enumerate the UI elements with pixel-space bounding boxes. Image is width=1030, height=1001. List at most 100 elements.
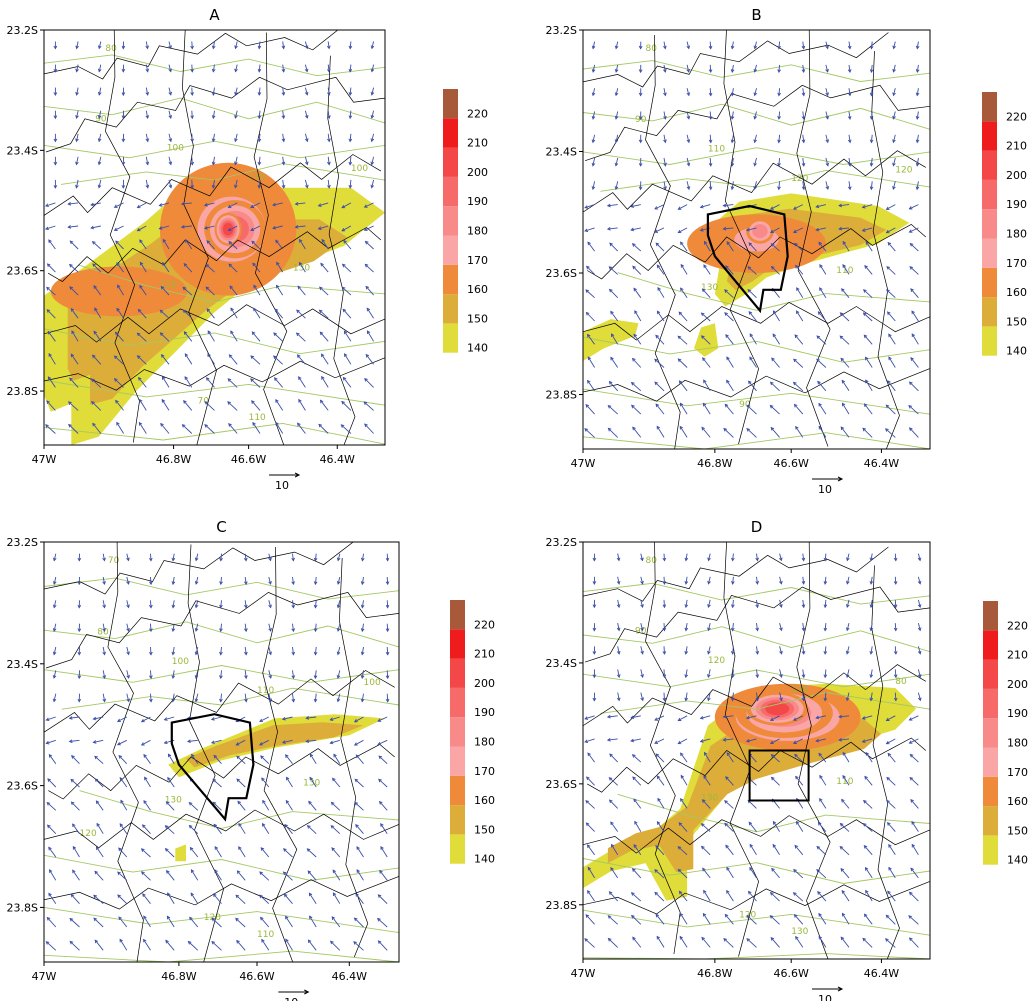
wind-arrowhead [353,917,358,922]
wind-arrow [769,405,780,415]
wind-arrowhead [779,674,783,679]
wind-arrow [189,825,199,835]
wind-arrowhead [730,627,735,632]
wind-arrowhead [753,115,758,120]
y-tick-label: 23.8S [7,901,38,914]
wind-arrowhead [591,115,596,120]
wind-arrowhead [298,398,302,403]
wind-arrowhead [908,404,913,409]
wind-arrowhead [348,184,353,189]
wind-arrow [607,204,618,207]
contour-line [44,906,399,934]
wind-arrowhead [113,355,118,360]
wind-arrowhead [586,776,590,781]
wind-arrowhead [190,161,195,166]
wind-arrow [145,110,149,119]
wind-vectors [45,553,390,951]
wind-arrowhead [823,697,828,702]
wind-arrowhead [587,890,591,894]
wind-arrow [340,424,352,434]
wind-arrowhead [168,68,172,73]
wind-arrowhead [385,581,390,586]
wind-arrowhead [655,913,660,918]
reference-vector-label: 10 [284,996,298,1001]
wind-arrow [120,800,128,811]
wind-arrow [114,355,124,365]
wind-arrow [802,111,805,120]
wind-arrow [640,669,644,678]
wind-arrowhead [190,892,195,897]
wind-arrowhead [869,139,874,144]
wind-arrowhead [864,866,869,871]
wind-arrow [344,330,352,342]
wind-arrowhead [377,894,382,898]
wind-arrow [371,133,375,142]
wind-arrowhead [801,69,806,74]
wind-arrowhead [794,242,798,247]
wind-arrowhead [917,580,922,585]
wind-arrow [842,913,850,925]
wind-arrow [314,553,317,561]
wind-arrow [371,87,375,95]
wind-arrow [887,890,896,902]
wind-arrowhead [336,557,341,562]
wind-arrow [585,404,595,415]
wind-arrowhead [795,820,800,825]
wind-arrow [724,289,734,299]
wind-arrowhead [793,868,797,873]
wind-arrowhead [356,869,360,873]
wind-arrowhead [915,162,920,167]
wind-arrowhead [777,92,781,97]
wind-arrow [678,311,688,322]
boundary-line [583,32,889,88]
wind-arrow [377,739,388,745]
wind-arrowhead [126,651,130,656]
wind-arrowhead [840,868,845,872]
wind-arrow [229,354,238,365]
wind-arrowhead [121,185,126,189]
wind-arrowhead [654,717,659,721]
wind-arrowhead [75,45,79,50]
wind-arrow [888,844,896,856]
wind-arrow [870,553,873,561]
boundary-line [253,32,288,445]
wind-arrow [587,241,595,252]
wind-arrowhead [168,161,173,166]
wind-arrow [754,181,757,190]
wind-arrow [748,242,757,252]
wind-arrow [802,64,805,73]
wind-arrow [778,41,781,49]
wind-arrow [610,867,619,879]
colorbar-swatch [443,323,458,353]
wind-arrowhead [704,240,708,245]
wind-arrowhead [305,716,310,720]
wind-arrow [150,670,152,679]
wind-arrowhead [149,628,153,633]
wind-arrow [276,285,284,296]
wind-arrow [655,334,665,345]
wind-arrowhead [638,186,643,191]
wind-arrowhead [680,241,684,246]
wind-arrow [138,377,147,388]
wind-arrowhead [307,939,312,944]
wind-arrowhead [679,402,684,407]
wind-arrowhead [159,309,164,314]
wind-arrow [205,286,215,296]
wind-arrowhead [117,871,121,876]
wind-arrow [92,263,102,273]
contour-line [583,432,930,449]
boundary-line [583,815,930,854]
wind-arrowhead [185,239,189,243]
wind-arrow [251,240,261,250]
wind-arrow [746,405,757,415]
wind-arrow [731,157,734,166]
wind-arrow [236,755,246,765]
wind-arrow [725,265,734,275]
wind-arrow [824,669,827,678]
wind-arrow [870,41,873,49]
wind-arrow [842,264,850,275]
wind-arrow [886,289,896,299]
wind-arrow [308,939,317,951]
wind-arrowhead [892,115,896,120]
wind-arrowhead [847,116,852,120]
